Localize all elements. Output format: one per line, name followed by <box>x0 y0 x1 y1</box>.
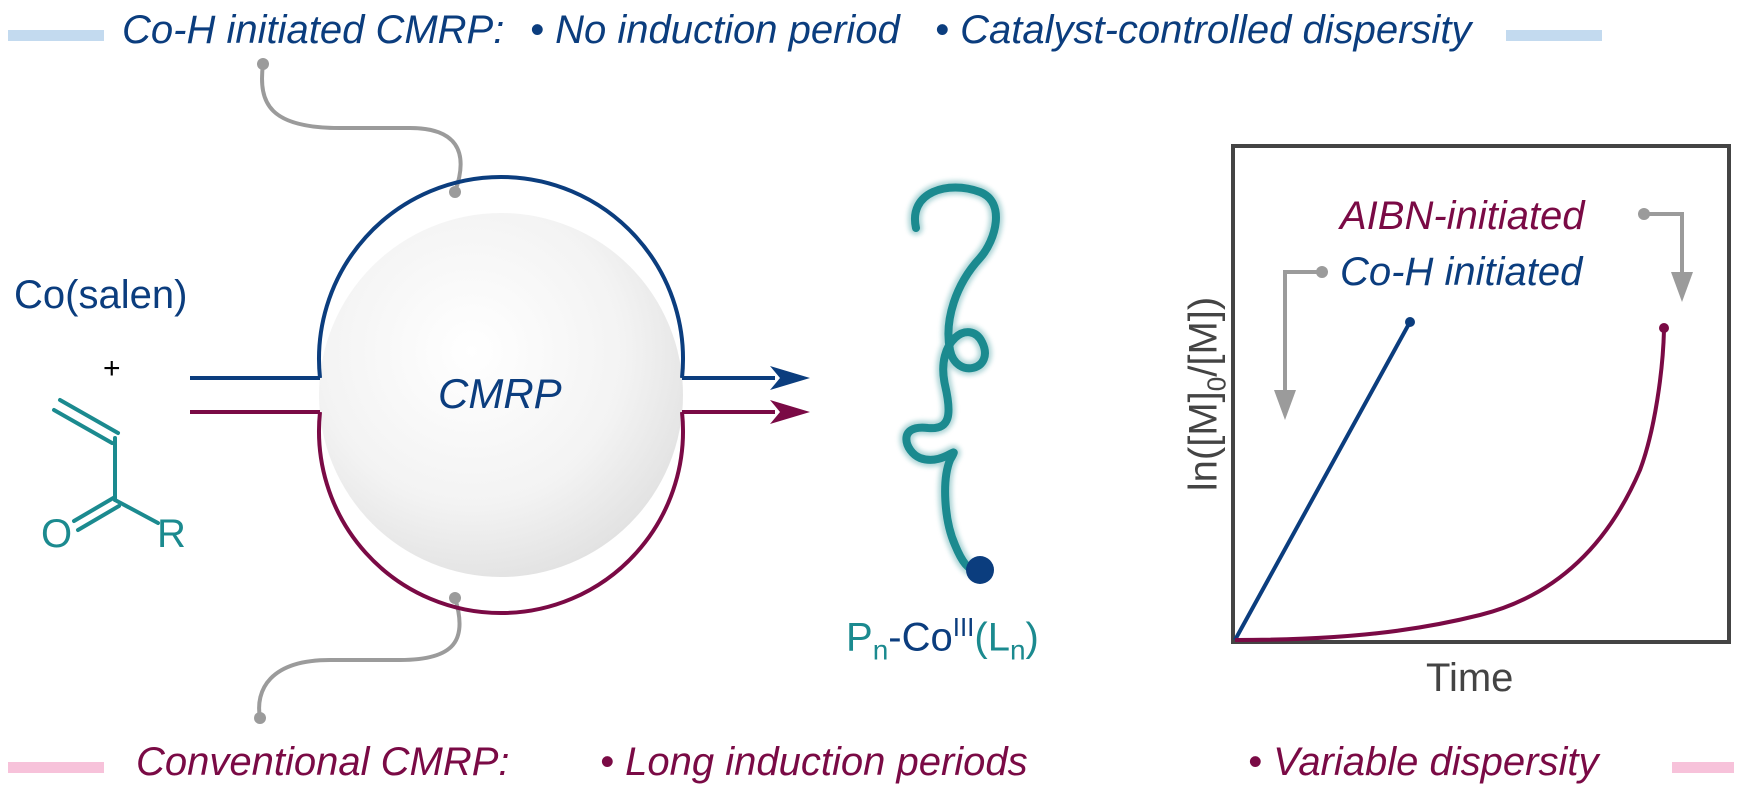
atom-oxygen-label: O <box>41 512 73 556</box>
top-banner-point-2: • Catalyst-controlled dispersity <box>935 8 1472 52</box>
product-cobalt-superscript: III <box>952 612 975 642</box>
plot-frame <box>1231 144 1731 644</box>
y-axis-label-ln: ln([M] <box>1181 391 1226 492</box>
top-banner-title: Co-H initiated CMRP: <box>122 8 505 52</box>
top-banner-point-1: • No induction period <box>530 8 900 52</box>
catalyst-label: Co(salen) <box>14 273 188 317</box>
bottom-right-bar <box>1672 762 1734 773</box>
plus-sign: + <box>103 352 121 385</box>
reactor-label: CMRP <box>438 370 562 417</box>
x-axis-label: Time <box>1426 656 1514 700</box>
product-ligand-subscript: n <box>1009 634 1026 666</box>
product-label: Pn-CoIII(Ln) <box>846 612 1039 666</box>
series-coh-initiated <box>1233 317 1415 641</box>
atom-r-group-label: R <box>157 512 186 556</box>
legend-coh-pointer <box>1274 266 1328 420</box>
product-p: P <box>846 615 873 660</box>
legend-aibn-label: AIBN-initiated <box>1340 194 1585 238</box>
cobalt-chain-end-dot <box>966 556 994 584</box>
product-cobalt: -Co <box>888 615 953 660</box>
bottom-banner-title: Conventional CMRP: <box>136 740 510 784</box>
polymer-chain <box>899 180 1003 584</box>
product-p-subscript: n <box>872 634 889 666</box>
outlet-crimson-arrow <box>682 400 810 424</box>
bottom-left-bar <box>8 762 104 773</box>
top-connector <box>257 58 463 198</box>
outlet-blue-arrow <box>682 366 810 390</box>
bottom-connector <box>254 592 462 724</box>
bottom-banner-point-2: • Variable dispersity <box>1248 740 1599 784</box>
y-axis-label-subscript: 0 <box>1201 376 1232 392</box>
acrylate-monomer-structure <box>52 398 160 532</box>
top-left-bar <box>8 30 104 41</box>
cmrp-reactor <box>317 175 685 615</box>
series-aibn-initiated <box>1234 323 1669 642</box>
top-right-bar <box>1506 30 1602 41</box>
bottom-banner: Conventional CMRP: • Long induction peri… <box>0 732 1742 802</box>
legend-coh-label: Co-H initiated <box>1340 250 1583 294</box>
top-banner: Co-H initiated CMRP: • No induction peri… <box>0 0 1742 70</box>
product-ligand-close: ) <box>1025 615 1039 660</box>
product-ligand-open: (L <box>974 615 1010 660</box>
legend-aibn-pointer <box>1638 208 1693 302</box>
y-axis-label: ln([M]0/[M]) <box>1182 297 1233 491</box>
y-axis-label-rest: /[M]) <box>1181 296 1226 377</box>
bottom-banner-point-1: • Long induction periods <box>600 740 1028 784</box>
